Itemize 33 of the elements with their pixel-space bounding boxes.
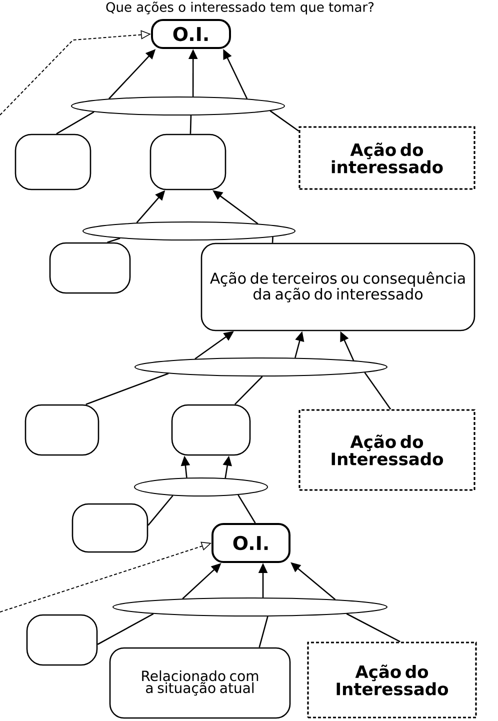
connector-line — [234, 376, 263, 405]
junction-ellipse — [134, 358, 388, 376]
connector-line — [56, 111, 94, 134]
connector-line — [346, 613, 400, 642]
connector-line — [272, 236, 274, 243]
junction-ellipse — [82, 222, 296, 240]
goal-box: O.I. — [212, 523, 290, 563]
rounded-box: Ação de terceiros ou consequência da ação do interessado — [200, 242, 476, 332]
connector-line — [148, 495, 174, 526]
empty-box — [150, 134, 226, 190]
title: Que ações o interessado tem que tomar? — [106, 2, 374, 14]
connector-line — [258, 616, 268, 648]
empty-box — [26, 614, 98, 666]
connector-line — [190, 115, 192, 134]
empty-box — [72, 503, 148, 553]
action-box: Ação do Interessado — [307, 642, 477, 718]
connector-line — [97, 613, 154, 645]
connector-line — [86, 372, 169, 405]
action-box: Ação do interessado — [298, 126, 476, 190]
junction-ellipse — [71, 96, 285, 116]
connector-line — [107, 238, 120, 243]
empty-box — [49, 242, 131, 294]
connector-line — [270, 110, 300, 132]
junction-ellipse — [134, 478, 268, 496]
empty-box — [171, 404, 251, 456]
connector-line — [238, 494, 256, 524]
empty-box — [14, 134, 92, 190]
goal-box: O.I. — [151, 19, 231, 49]
junction-ellipse — [112, 598, 388, 616]
empty-box — [24, 404, 100, 456]
action-box: Ação do Interessado — [298, 409, 476, 491]
connector-line — [364, 372, 392, 410]
rounded-box: Relacionado com a situação atual — [109, 647, 291, 719]
